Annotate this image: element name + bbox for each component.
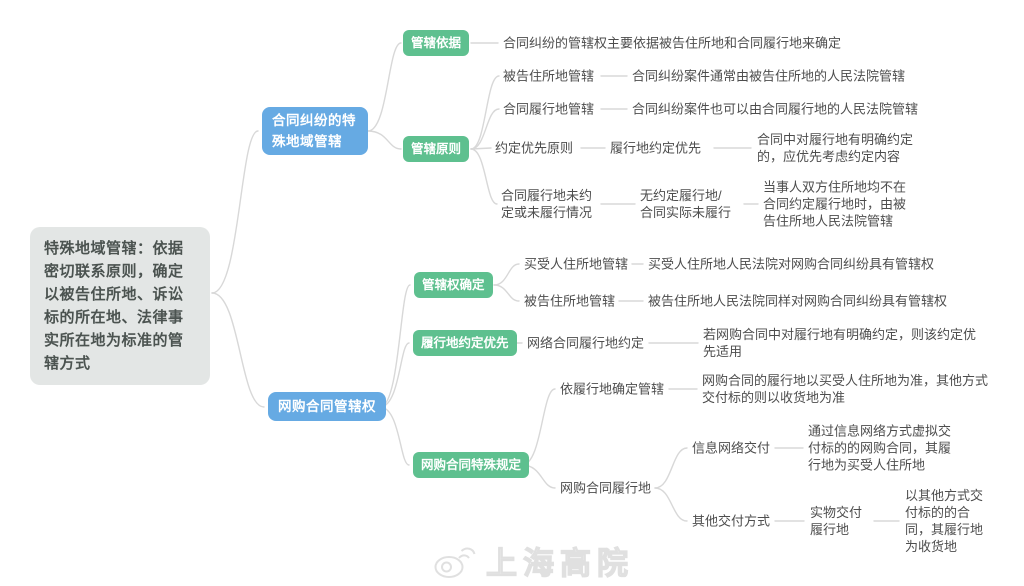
no-agreement-label: 合同履行地未约定或未履行情况 [501,188,593,220]
jurisdiction-determination-node: 管辖权确定 [414,272,493,298]
online-agreement-description: 若网购合同中对履行地有明确约定，则该约定优先适用 [703,327,977,359]
branch-contract-node: 合同纠纷的特殊地域管辖 [262,107,368,155]
other-delivery-description: 以其他方式交付标的的合同，其履行地为收货地 [905,488,984,554]
jurisdiction-basis-node: 管辖依据 [403,30,470,56]
online-defendant-domicile-description: 被告住所地人民法院同样对网购合同纠纷具有管辖权 [648,293,948,309]
performance-place-label: 合同履行地管辖 [503,101,595,117]
other-delivery-mid-label: 实物交付履行地 [810,505,863,537]
network-delivery-label: 信息网络交付 [692,440,771,456]
agreement-priority-mid-label: 履行地约定优先 [610,140,702,156]
agreement-priority-description: 合同中对履行地有明确约定的，应优先考虑约定内容 [757,132,914,164]
buyer-domicile-description: 买受人住所地人民法院对网购合同纠纷具有管辖权 [648,256,935,272]
by-performance-place-label: 依履行地确定管辖 [560,381,665,397]
performance-place-priority-node: 履行地约定优先 [413,330,517,356]
agreement-priority-label: 约定优先原则 [495,140,574,156]
jurisdiction-principles-node: 管辖原则 [403,136,470,162]
performance-place-description: 合同纠纷案件也可以由合同履行地的人民法院管辖 [632,101,919,117]
online-performance-place-label: 网购合同履行地 [560,480,652,496]
defendant-domicile-label: 被告住所地管辖 [503,68,595,84]
weibo-icon [432,541,476,581]
no-agreement-mid-label: 无约定履行地/合同实际未履行 [640,188,732,220]
buyer-domicile-label: 买受人住所地管辖 [524,256,629,272]
watermark-text: 上海高院 [485,545,634,581]
no-agreement-description: 当事人双方住所地均不在合同约定履行地时，由被告住所地人民法院管辖 [763,179,907,229]
by-performance-place-description: 网购合同的履行地以买受人住所地为准，其他方式交付标的则以收货地为准 [702,373,989,405]
defendant-domicile-description: 合同纠纷案件通常由被告住所地的人民法院管辖 [632,68,906,84]
other-delivery-label: 其他交付方式 [692,513,771,529]
online-agreement-label: 网络合同履行地约定 [527,335,645,351]
online-defendant-domicile-label: 被告住所地管辖 [524,293,616,309]
online-contract-special-rules-node: 网购合同特殊规定 [413,452,530,478]
basis-description: 合同纠纷的管辖权主要依据被告住所地和合同履行地来确定 [503,35,842,51]
network-delivery-description: 通过信息网络方式虚拟交付标的的网购合同，其履行地为买受人住所地 [808,423,952,473]
branch-online-node: 网购合同管辖权 [268,392,386,421]
root-node: 特殊地域管辖：依据密切联系原则，确定以被告住所地、诉讼标的所在地、法律事实所在地… [30,227,210,385]
watermark: 上海高院 [432,538,634,583]
